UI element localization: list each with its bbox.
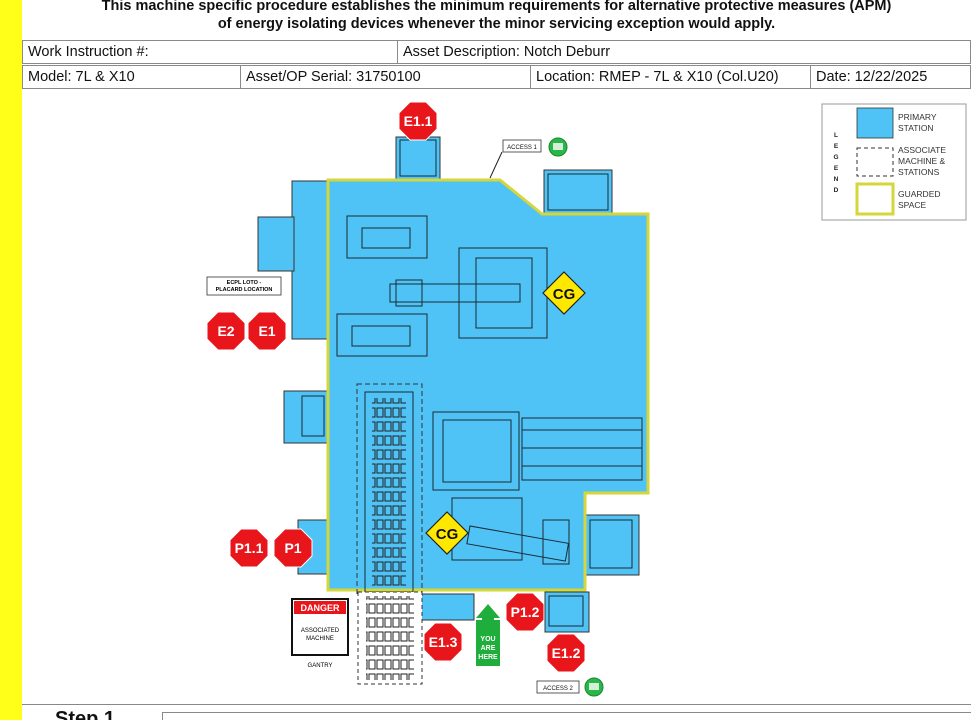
lockout-e1-2[interactable]: E1.2 xyxy=(546,633,586,673)
lockout-p1-label: P1 xyxy=(284,540,301,556)
model-cell: Model: 7L & X10 xyxy=(28,69,135,85)
header-line-1: This machine specific procedure establis… xyxy=(101,0,892,14)
legend-letter: L xyxy=(834,132,838,139)
left-mid-hopper xyxy=(283,390,329,444)
you-are-here-marker: YOU ARE HERE xyxy=(476,604,500,666)
legend-associate-label-1: ASSOCIATE xyxy=(898,145,946,155)
loto-placard: ECPL LOTO - PLACARD LOCATION xyxy=(206,276,282,296)
primary-station-swatch xyxy=(856,107,894,139)
right-slide-rail xyxy=(521,417,643,481)
access-2-label: ACCESS 2 xyxy=(543,686,573,692)
guarded-space-swatch xyxy=(855,182,895,216)
legend-letter: E xyxy=(834,165,839,172)
legend-letter: N xyxy=(834,176,839,183)
asset-description-cell: Asset Description: Notch Deburr xyxy=(397,41,970,63)
robot-upper-arm xyxy=(389,283,521,303)
cg-bottom-label: CG xyxy=(436,526,459,543)
danger-line-2: MACHINE xyxy=(306,636,334,642)
procedure-header: This machine specific procedure establis… xyxy=(22,0,971,40)
associate-gantry xyxy=(357,591,423,685)
legend-letter: E xyxy=(834,143,839,150)
you-are-here-line-1: YOU xyxy=(480,636,495,643)
satellite-stations xyxy=(257,136,640,633)
serial-cell: Asset/OP Serial: 31750100 xyxy=(240,66,530,88)
equipment-drawings xyxy=(301,139,643,627)
lockout-e2-label: E2 xyxy=(217,323,234,339)
top-cabinet-e1-1 xyxy=(395,136,441,180)
lockout-e1-label: E1 xyxy=(258,323,275,339)
lockout-p1-2[interactable]: P1.2 xyxy=(505,592,545,632)
access-1-label: ACCESS 1 xyxy=(507,145,537,151)
lockout-p1-1[interactable]: P1.1 xyxy=(229,528,269,568)
cg-marker-bottom[interactable]: CG xyxy=(425,511,469,555)
associate-conveyor-outline xyxy=(356,383,423,597)
legend-letter: G xyxy=(833,154,838,161)
danger-sign: DANGER ASSOCIATED MACHINE GANTRY xyxy=(291,598,349,669)
lockout-e1-1[interactable]: E1.1 xyxy=(398,101,438,141)
legend-guarded-label-1: GUARDED xyxy=(898,189,941,199)
legend: L E G E N D PRIMARY STATION ASSOCIATE MA… xyxy=(821,103,967,221)
associate-machine-swatch xyxy=(856,147,894,177)
lockout-e1-2-label: E1.2 xyxy=(552,645,581,661)
date-cell: Date: 12/22/2025 xyxy=(810,66,970,88)
placard-line-2: PLACARD LOCATION xyxy=(216,287,273,293)
location-cell: Location: RMEP - 7L & X10 (Col.U20) xyxy=(530,66,810,88)
danger-line-1: ASSOCIATED xyxy=(301,628,340,634)
fixture-upper-left xyxy=(346,215,428,259)
danger-header: DANGER xyxy=(300,603,340,613)
lockout-e1-3[interactable]: E1.3 xyxy=(423,622,463,662)
lockout-p1[interactable]: P1 xyxy=(273,528,313,568)
right-lower-station xyxy=(584,514,640,576)
danger-caption: GANTRY xyxy=(308,663,333,669)
legend-associate-label-2: MACHINE & xyxy=(898,156,946,166)
cg-marker-top[interactable]: CG xyxy=(542,271,586,315)
info-row-1: Work Instruction #: Asset Description: N… xyxy=(22,40,971,64)
bottom-divider xyxy=(22,704,971,705)
lockout-p1-2-label: P1.2 xyxy=(511,604,540,620)
center-fixture xyxy=(432,411,520,491)
work-instruction-cell: Work Instruction #: xyxy=(28,44,149,60)
info-row-2: Model: 7L & X10 Asset/OP Serial: 3175010… xyxy=(22,65,971,89)
access-1[interactable]: ACCESS 1 xyxy=(489,137,568,179)
placard-line-1: ECPL LOTO - xyxy=(227,280,262,286)
machine-layout-diagram: L E G E N D PRIMARY STATION ASSOCIATE MA… xyxy=(206,101,967,697)
step-content-box xyxy=(162,712,971,720)
fixture-middle-left xyxy=(336,313,428,357)
left-upper-box xyxy=(257,216,295,272)
lockout-p1-1-label: P1.1 xyxy=(235,540,264,556)
header-line-2: of energy isolating devices whenever the… xyxy=(217,16,776,32)
lockout-e1[interactable]: E1 xyxy=(247,311,287,351)
legend-associate-label-3: STATIONS xyxy=(898,167,940,177)
step-label: Step 1 xyxy=(55,708,116,720)
cg-top-label: CG xyxy=(553,286,576,303)
left-upper-conveyor xyxy=(291,180,329,340)
top-right-station xyxy=(543,169,613,215)
bottom-right-cabinet-p1-2 xyxy=(544,591,590,633)
legend-primary-label-2: STATION xyxy=(898,123,934,133)
you-are-here-line-3: HERE xyxy=(478,654,498,661)
you-are-here-line-2: ARE xyxy=(481,645,496,652)
lockout-e2[interactable]: E2 xyxy=(206,311,246,351)
lockout-e1-1-label: E1.1 xyxy=(404,113,433,129)
robot-lower-arm xyxy=(466,525,570,562)
legend-letter: D xyxy=(834,187,839,194)
lockout-e1-3-label: E1.3 xyxy=(429,634,458,650)
legend-guarded-label-2: SPACE xyxy=(898,200,927,210)
legend-primary-label-1: PRIMARY xyxy=(898,112,937,122)
access-2[interactable]: ACCESS 2 xyxy=(536,677,604,697)
left-yellow-bar xyxy=(0,0,22,720)
